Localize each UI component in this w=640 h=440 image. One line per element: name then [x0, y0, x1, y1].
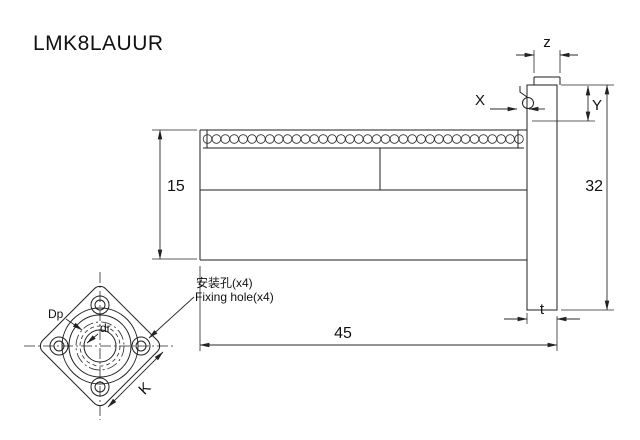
flange-outline	[526, 84, 558, 311]
body-outline	[199, 129, 527, 261]
flange-boss-circle	[61, 307, 139, 385]
fixing-hole-top	[90, 295, 110, 315]
front-view: K Dp dr	[24, 272, 176, 420]
retaining-ring-groove	[522, 97, 534, 109]
dim-k-label: K	[135, 379, 154, 398]
center-lines	[24, 272, 176, 420]
dim-x-label: X	[475, 92, 485, 109]
flange-groove-lip	[519, 86, 528, 98]
flange-tab	[533, 76, 561, 85]
dim-32-extensions	[561, 84, 614, 311]
dim-45-label: 45	[334, 325, 352, 342]
dim-k-line	[107, 351, 164, 408]
fixing-hole-note-cn: 安装孔(x4)	[196, 275, 253, 290]
ball-track-circle	[79, 325, 121, 367]
dim-z-label: z	[543, 34, 551, 51]
fixing-hole-left	[49, 336, 69, 356]
bore-circle	[83, 329, 117, 363]
dim-32-label: 32	[585, 178, 603, 195]
dim-t-label: t	[540, 301, 545, 318]
dim-45-extensions	[199, 266, 558, 351]
bearing-outer-circle	[68, 314, 132, 378]
dim-15-label: 15	[167, 178, 185, 195]
fixing-hole-leader	[148, 296, 195, 339]
dim-z-extensions	[533, 50, 561, 73]
dr-label: dr	[100, 321, 111, 335]
fixing-hole-note-en: Fixing hole(x4)	[195, 290, 274, 304]
dimensions: 15 32 45 t z X Y	[152, 34, 614, 351]
part-number-title: LMK8LAUUR	[33, 32, 164, 55]
dim-y-label: Y	[592, 97, 602, 114]
side-view	[199, 76, 561, 311]
dr-leader	[86, 333, 99, 344]
ball-row	[202, 134, 524, 144]
pitch-circle	[75, 321, 125, 371]
dp-leader	[65, 318, 83, 331]
dp-label: Dp	[48, 307, 64, 321]
fixing-hole-callout: 安装孔(x4) Fixing hole(x4)	[148, 275, 274, 339]
body-inner-lines	[200, 130, 527, 191]
